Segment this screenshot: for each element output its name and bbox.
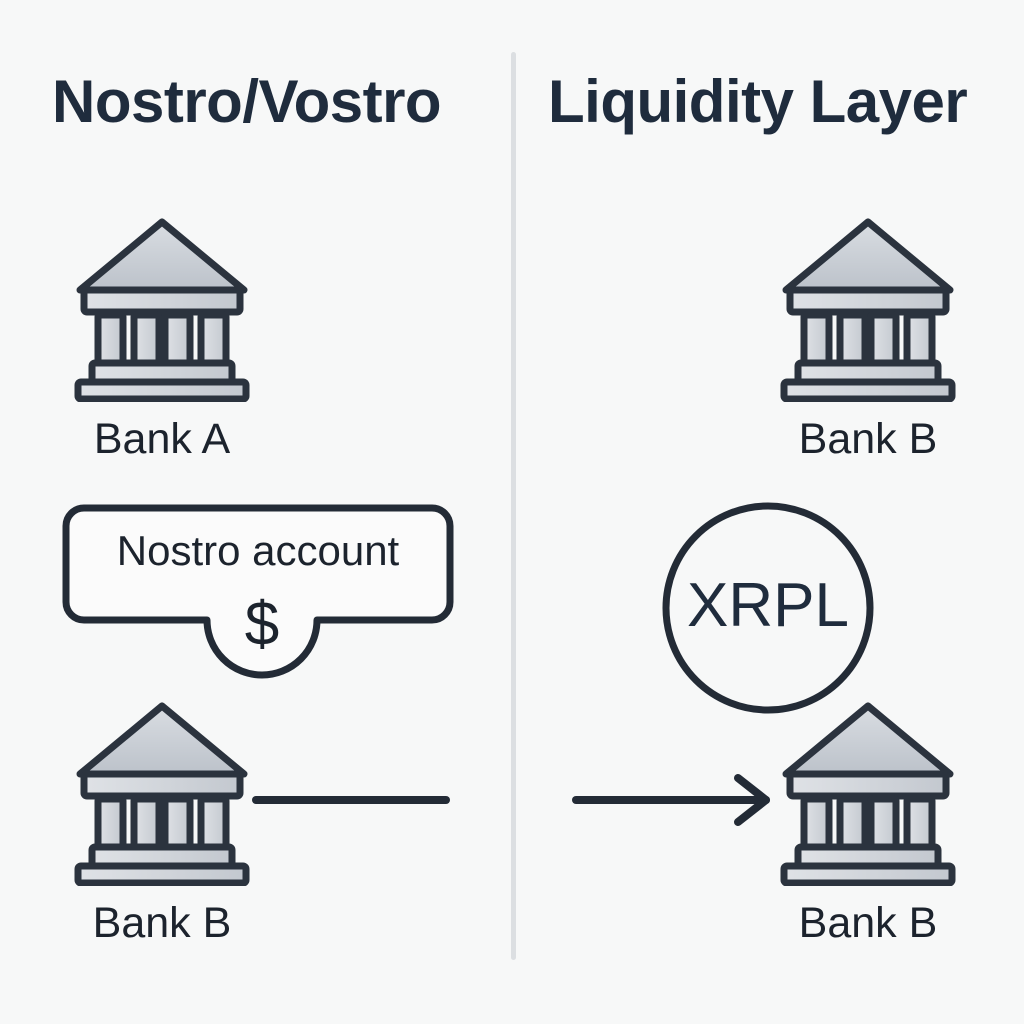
bank-label: Bank A	[93, 415, 231, 463]
vertical-divider	[511, 52, 516, 960]
nostro-account-box: Nostro account $	[58, 500, 458, 690]
bank-icon	[780, 218, 956, 402]
bank-label: Bank B	[798, 415, 938, 463]
node-bank-b-bottom-right: Bank B	[748, 700, 988, 945]
line-icon	[252, 796, 450, 804]
xrpl-node: XRPL	[660, 500, 876, 716]
bank-icon	[780, 702, 956, 886]
nostro-account-shape	[62, 504, 454, 679]
connector-arrow-right	[570, 772, 785, 828]
bank-label: Bank B	[92, 899, 232, 947]
node-bank-b-top-right: Bank B	[748, 216, 988, 461]
page-title-right: Liquidity Layer	[548, 68, 968, 135]
node-bank-a: Bank A	[42, 216, 282, 461]
xrpl-circle	[662, 502, 874, 714]
bank-icon	[74, 702, 250, 886]
arrow-right-icon	[572, 774, 770, 826]
node-bank-b-bottom-left: Bank B	[42, 700, 282, 945]
page-title-left: Nostro/Vostro	[52, 68, 442, 135]
bank-label: Bank B	[798, 899, 938, 947]
connector-line-left	[250, 780, 455, 820]
bank-icon	[74, 218, 250, 402]
